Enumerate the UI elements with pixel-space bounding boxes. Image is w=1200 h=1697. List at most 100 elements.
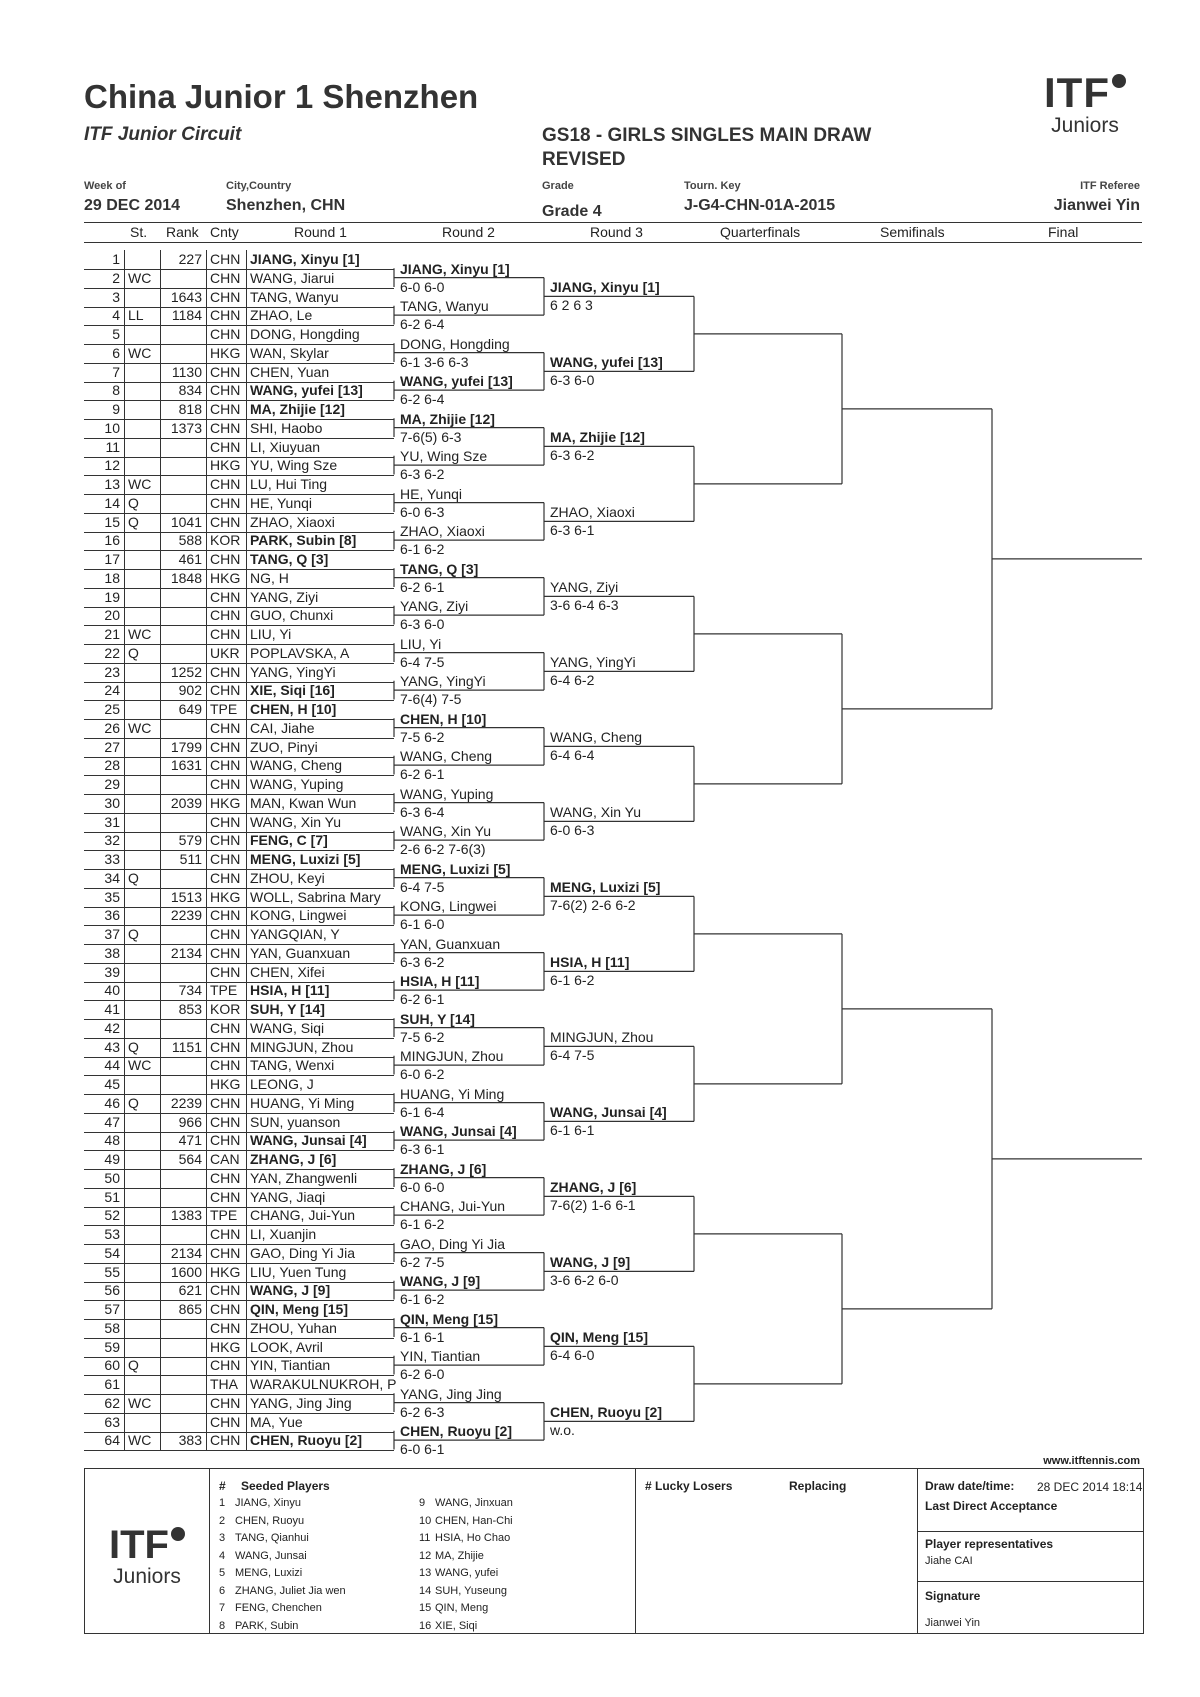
winner-name: WANG, yufei [13] bbox=[400, 373, 513, 390]
draw-position: 52 bbox=[104, 1207, 120, 1224]
entry-status: Q bbox=[128, 926, 139, 942]
match-score: 6-2 6-3 bbox=[400, 1403, 445, 1420]
match-score: 6-3 6-0 bbox=[550, 372, 595, 389]
winner-name: ZHANG, J [6] bbox=[400, 1160, 487, 1177]
replacing-title: Replacing bbox=[789, 1479, 847, 1493]
match-score: 6-4 7-5 bbox=[550, 1047, 595, 1064]
player-country: TPE bbox=[210, 701, 238, 717]
winner-name: QIN, Meng [15] bbox=[550, 1329, 649, 1346]
player-country: UKR bbox=[210, 644, 240, 661]
player-country: TPE bbox=[210, 1207, 238, 1224]
draw-position: 37 bbox=[104, 926, 120, 942]
winner-name: JIANG, Xinyu [1] bbox=[550, 279, 660, 296]
player-name: LI, Xuanjin bbox=[250, 1226, 317, 1242]
draw-position: 13 bbox=[104, 476, 120, 492]
player-rank: 1631 bbox=[170, 757, 202, 774]
seed-player-name: XIE, Siqi bbox=[435, 1619, 478, 1632]
last-direct-acceptance: Last Direct Acceptance bbox=[925, 1499, 1058, 1513]
seed-player-name: MA, Zhijie bbox=[435, 1549, 484, 1562]
player-country: HKG bbox=[210, 344, 241, 361]
player-country: HKG bbox=[210, 1076, 241, 1092]
player-name: GAO, Ding Yi Jia bbox=[250, 1244, 356, 1261]
player-country: CHN bbox=[210, 1244, 241, 1261]
grade-value: Grade 4 bbox=[542, 203, 602, 220]
winner-name: YANG, YingYi bbox=[400, 673, 486, 690]
logo-itf-text: ITF bbox=[1030, 72, 1140, 114]
player-country: CHN bbox=[210, 851, 241, 867]
seed-number: 11 bbox=[419, 1532, 431, 1544]
player-name: CAI, Jiahe bbox=[250, 719, 315, 736]
player-rank: 1513 bbox=[170, 888, 202, 905]
player-name: QIN, Meng [15] bbox=[250, 1301, 349, 1317]
player-rank: 1600 bbox=[170, 1263, 202, 1280]
draw-position: 61 bbox=[104, 1376, 120, 1392]
seed-player-name: PARK, Subin bbox=[235, 1619, 299, 1632]
match-score: 6-1 6-2 bbox=[550, 972, 595, 989]
player-name: TANG, Q [3] bbox=[250, 551, 329, 567]
player-country: CHN bbox=[210, 757, 241, 774]
draw-position: 36 bbox=[104, 907, 120, 924]
player-name: YANG, Jing Jing bbox=[250, 1394, 352, 1411]
footer-divider-2 bbox=[635, 1469, 636, 1633]
draw-position: 22 bbox=[104, 644, 120, 661]
player-country: CHN bbox=[210, 1019, 241, 1036]
player-name: POPLAVSKA, A bbox=[250, 644, 350, 661]
col-semifinals: Semifinals bbox=[880, 224, 945, 240]
draw-position: 34 bbox=[104, 869, 120, 886]
player-country: CHN bbox=[210, 326, 241, 342]
entry-status: LL bbox=[128, 307, 144, 324]
player-name: WARAKULNUKROH, P bbox=[250, 1376, 397, 1392]
player-name: LOOK, Avril bbox=[250, 1338, 323, 1355]
player-country: KOR bbox=[210, 532, 241, 549]
draw-position: 25 bbox=[104, 701, 120, 717]
player-country: CHN bbox=[210, 1282, 241, 1299]
player-name: FENG, C [7] bbox=[250, 832, 328, 849]
seed-number: 10 bbox=[419, 1514, 432, 1527]
draw-position: 53 bbox=[104, 1226, 120, 1242]
draw-position: 29 bbox=[104, 776, 120, 792]
player-rank: 1184 bbox=[171, 307, 202, 324]
player-name: WANG, Siqi bbox=[250, 1019, 325, 1036]
draw-position: 49 bbox=[104, 1151, 120, 1167]
event-title: GS18 - GIRLS SINGLES MAIN DRAW REVISED bbox=[542, 124, 871, 172]
match-score: 6-0 6-2 bbox=[400, 1066, 445, 1083]
website-link[interactable]: www.itftennis.com bbox=[1043, 1455, 1140, 1467]
player-name: ZHOU, Yuhan bbox=[250, 1319, 337, 1336]
player-rank: 2134 bbox=[170, 944, 202, 961]
player-country: CHN bbox=[210, 832, 241, 849]
player-name: HUANG, Yi Ming bbox=[250, 1094, 355, 1111]
grade-label: Grade bbox=[542, 180, 574, 192]
signature-value: Jianwei Yin bbox=[925, 1617, 981, 1629]
match-score: 6-4 6-4 bbox=[550, 747, 595, 764]
player-country: CHN bbox=[210, 382, 241, 399]
seed-number: 6 bbox=[219, 1584, 226, 1597]
match-score: 6-0 6-0 bbox=[400, 278, 445, 295]
seed-number: 14 bbox=[419, 1584, 432, 1597]
seed-player-name: WANG, Junsai bbox=[235, 1549, 307, 1562]
match-score: 6 2 6 3 bbox=[550, 297, 593, 314]
draw-position: 55 bbox=[104, 1263, 120, 1280]
player-country: CHN bbox=[210, 363, 241, 380]
entry-status: Q bbox=[128, 869, 139, 886]
winner-name: CHEN, Ruoyu [2] bbox=[400, 1423, 512, 1440]
footer-tennis-ball-icon bbox=[170, 1527, 185, 1541]
player-name: CHANG, Jui-Yun bbox=[250, 1207, 356, 1224]
seed-number: 5 bbox=[219, 1567, 226, 1579]
player-name: YANGQIAN, Y bbox=[250, 926, 340, 942]
match-score: 6-0 6-1 bbox=[400, 1441, 445, 1458]
col-quarterfinals: Quarterfinals bbox=[720, 224, 801, 240]
draw-position: 54 bbox=[104, 1244, 120, 1261]
col-rank: Rank bbox=[166, 224, 199, 240]
referee-value: Jianwei Yin bbox=[1053, 197, 1140, 214]
draw-position: 38 bbox=[104, 944, 120, 961]
